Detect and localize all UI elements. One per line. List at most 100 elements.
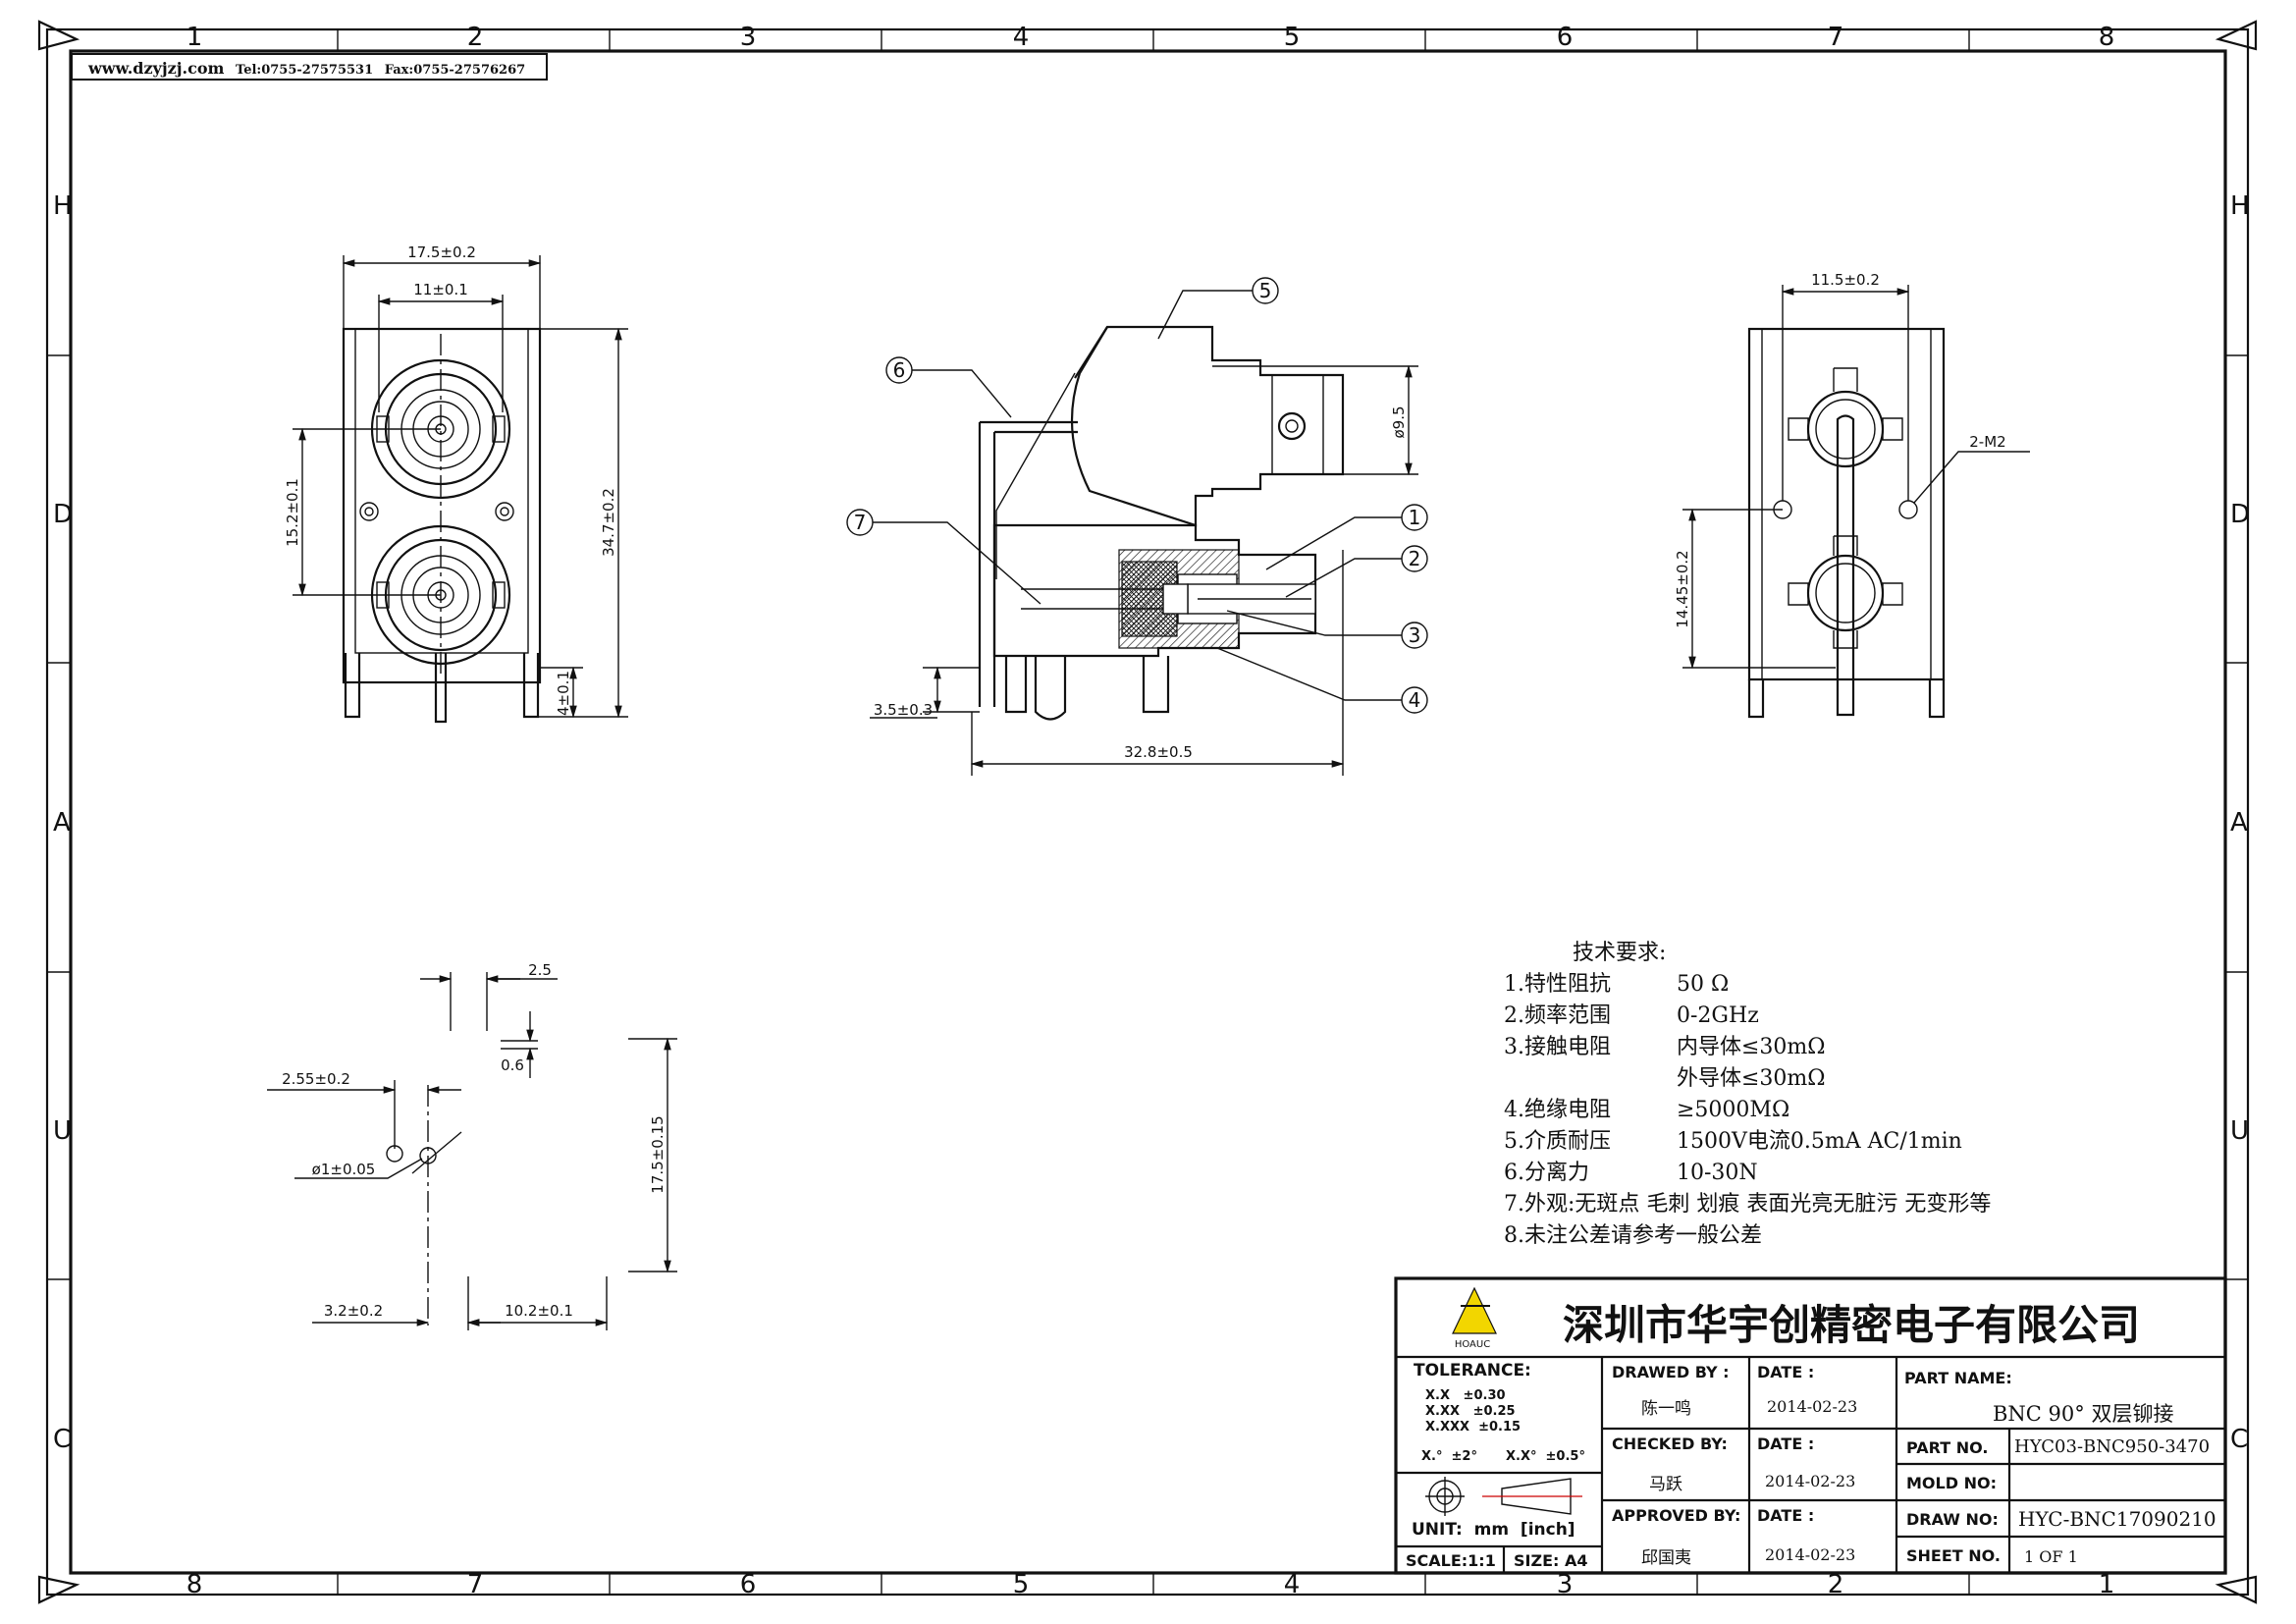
requirement-item: 4.绝缘电阻≥5000MΩ — [1504, 1098, 1790, 1122]
logo-text: HOAUC — [1455, 1339, 1490, 1350]
checked-by-label: CHECKED BY: — [1612, 1435, 1728, 1453]
requirements-title: 技术要求: — [1573, 941, 1667, 965]
bottom-zone-4: 4 — [1284, 1570, 1301, 1599]
dim-side-diameter: ø9.5 — [1390, 406, 1408, 438]
left-zone-h: H — [53, 191, 73, 221]
right-zone-h: H — [2230, 191, 2250, 221]
top-zone-7: 7 — [1828, 23, 1844, 52]
header-tel: Tel:0755-27575531 — [236, 63, 374, 78]
dim-back-height: 14.45±0.2 — [1674, 550, 1691, 627]
part-name-value: BNC 90° 双层铆接 — [1993, 1402, 2174, 1426]
balloon-6: 6 — [893, 358, 906, 382]
back-view: 11.5±0.2 14.45±0.2 2-M2 — [1674, 271, 2030, 719]
tolerance-1: X.X ±0.30 — [1425, 1388, 1506, 1403]
tolerance-label: TOLERANCE: — [1414, 1361, 1531, 1380]
pcb-footprint-view: 2.5 0.6 2.55±0.2 ø1±0.05 17.5±0.15 3.2±0… — [267, 961, 677, 1330]
balloon-5: 5 — [1259, 279, 1272, 302]
date-value-2: 2014-02-23 — [1765, 1472, 1856, 1490]
dim-footprint-2-55: 2.55±0.2 — [282, 1070, 350, 1088]
dim-side-length: 32.8±0.5 — [1124, 743, 1193, 761]
dim-front-height: 34.7±0.2 — [600, 488, 617, 557]
checked-by-name: 马跃 — [1649, 1475, 1682, 1494]
dim-back-thread: 2-M2 — [1969, 433, 2005, 451]
dim-footprint-17-5: 17.5±0.15 — [649, 1115, 667, 1193]
dim-footprint-hole: ø1±0.05 — [312, 1161, 376, 1178]
header-contact-bar: www.dzyjzj.com Tel:0755-27575531 Fax:075… — [71, 53, 548, 81]
angle-tolerance-1: X.° ±2° — [1421, 1449, 1477, 1464]
approved-by-name: 邱国夷 — [1641, 1548, 1691, 1568]
date-label-2: DATE : — [1757, 1435, 1815, 1453]
tolerance-2: X.XX ±0.25 — [1425, 1404, 1516, 1419]
balloon-2: 2 — [1409, 547, 1421, 570]
mold-no-label: MOLD NO: — [1906, 1474, 1997, 1492]
angle-tolerance-2: X.X° ±0.5° — [1506, 1449, 1585, 1464]
dim-back-holes: 11.5±0.2 — [1811, 271, 1880, 289]
left-zone-u: U — [53, 1116, 72, 1146]
dim-front-jack-width: 11±0.1 — [413, 281, 468, 298]
dim-footprint-3-2: 3.2±0.2 — [324, 1302, 383, 1320]
dim-side-pin: 3.5±0.3 — [874, 701, 933, 719]
sheet-no-value: 1 OF 1 — [2024, 1547, 2078, 1566]
bottom-zone-6: 6 — [740, 1570, 757, 1599]
balloon-7: 7 — [854, 511, 867, 534]
part-no-value: HYC03-BNC950-3470 — [2014, 1436, 2211, 1457]
part-no-label: PART NO. — [1906, 1438, 1989, 1457]
dim-footprint-0-6: 0.6 — [501, 1056, 524, 1074]
side-section-view: ø9.5 32.8±0.5 3.5±0.3 1 2 3 4 5 6 7 — [846, 277, 1428, 776]
part-name-label: PART NAME: — [1904, 1369, 2012, 1387]
unit-label: UNIT: mm [inch] — [1412, 1520, 1575, 1540]
requirement-item: 外导体≤30mΩ — [1677, 1066, 1826, 1091]
approved-by-label: APPROVED BY: — [1612, 1506, 1741, 1525]
bottom-zone-3: 3 — [1557, 1570, 1574, 1599]
bottom-zone-5: 5 — [1013, 1570, 1030, 1599]
right-zone-u: U — [2230, 1116, 2249, 1146]
date-value-1: 2014-02-23 — [1767, 1397, 1858, 1416]
requirement-item: 7.外观:无斑点 毛刺 划痕 表面光亮无脏污 无变形等 — [1504, 1192, 1992, 1217]
right-zone-d: D — [2230, 500, 2250, 529]
date-value-3: 2014-02-23 — [1765, 1545, 1856, 1564]
left-zone-c: C — [53, 1425, 71, 1454]
front-view: 17.5±0.2 11±0.1 15.2±0.1 34.7±0.2 4±0.1 — [284, 244, 628, 724]
tolerance-3: X.XXX ±0.15 — [1425, 1420, 1522, 1435]
sheet-no-label: SHEET NO. — [1906, 1546, 2001, 1565]
top-zone-1: 1 — [187, 23, 203, 52]
bottom-zone-8: 8 — [187, 1570, 203, 1599]
dim-footprint-10-2: 10.2±0.1 — [505, 1302, 573, 1320]
dim-front-pin: 4±0.1 — [555, 671, 572, 716]
scale-label: SCALE:1:1 — [1406, 1551, 1496, 1570]
balloon-3: 3 — [1409, 623, 1421, 647]
drawn-by-label: DRAWED BY : — [1612, 1363, 1730, 1381]
requirement-item: 3.接触电阻内导体≤30mΩ — [1504, 1035, 1826, 1059]
dim-footprint-2-5: 2.5 — [528, 961, 552, 979]
balloon-4: 4 — [1409, 688, 1421, 712]
header-fax: Fax:0755-27576267 — [384, 63, 526, 78]
date-label-1: DATE : — [1757, 1363, 1815, 1381]
draw-no-label: DRAW NO: — [1906, 1510, 1999, 1529]
drawn-by-name: 陈一鸣 — [1641, 1399, 1691, 1419]
date-label-3: DATE : — [1757, 1506, 1815, 1525]
company-logo: HOAUC — [1452, 1286, 1497, 1350]
top-zone-6: 6 — [1557, 23, 1574, 52]
top-zone-5: 5 — [1284, 23, 1301, 52]
bottom-zone-1: 1 — [2099, 1570, 2115, 1599]
bottom-zone-2: 2 — [1828, 1570, 1844, 1599]
left-zone-a: A — [53, 808, 71, 838]
drawing-border: 1 2 3 4 5 6 7 8 8 7 6 5 4 3 2 1 H D A U … — [37, 20, 2258, 1604]
top-zone-3: 3 — [740, 23, 757, 52]
draw-no-value: HYC-BNC17090210 — [2018, 1507, 2216, 1531]
company-name: 深圳市华宇创精密电子有限公司 — [1563, 1301, 2141, 1349]
header-website: www.dzyjzj.com — [88, 59, 225, 78]
dim-front-width: 17.5±0.2 — [407, 244, 476, 261]
size-label: SIZE: A4 — [1514, 1551, 1588, 1570]
requirement-item: 8.未注公差请参考一般公差 — [1504, 1223, 1762, 1248]
balloon-1: 1 — [1409, 506, 1421, 529]
top-zone-8: 8 — [2099, 23, 2115, 52]
right-zone-c: C — [2230, 1425, 2248, 1454]
dim-front-pitch: 15.2±0.1 — [284, 478, 301, 547]
